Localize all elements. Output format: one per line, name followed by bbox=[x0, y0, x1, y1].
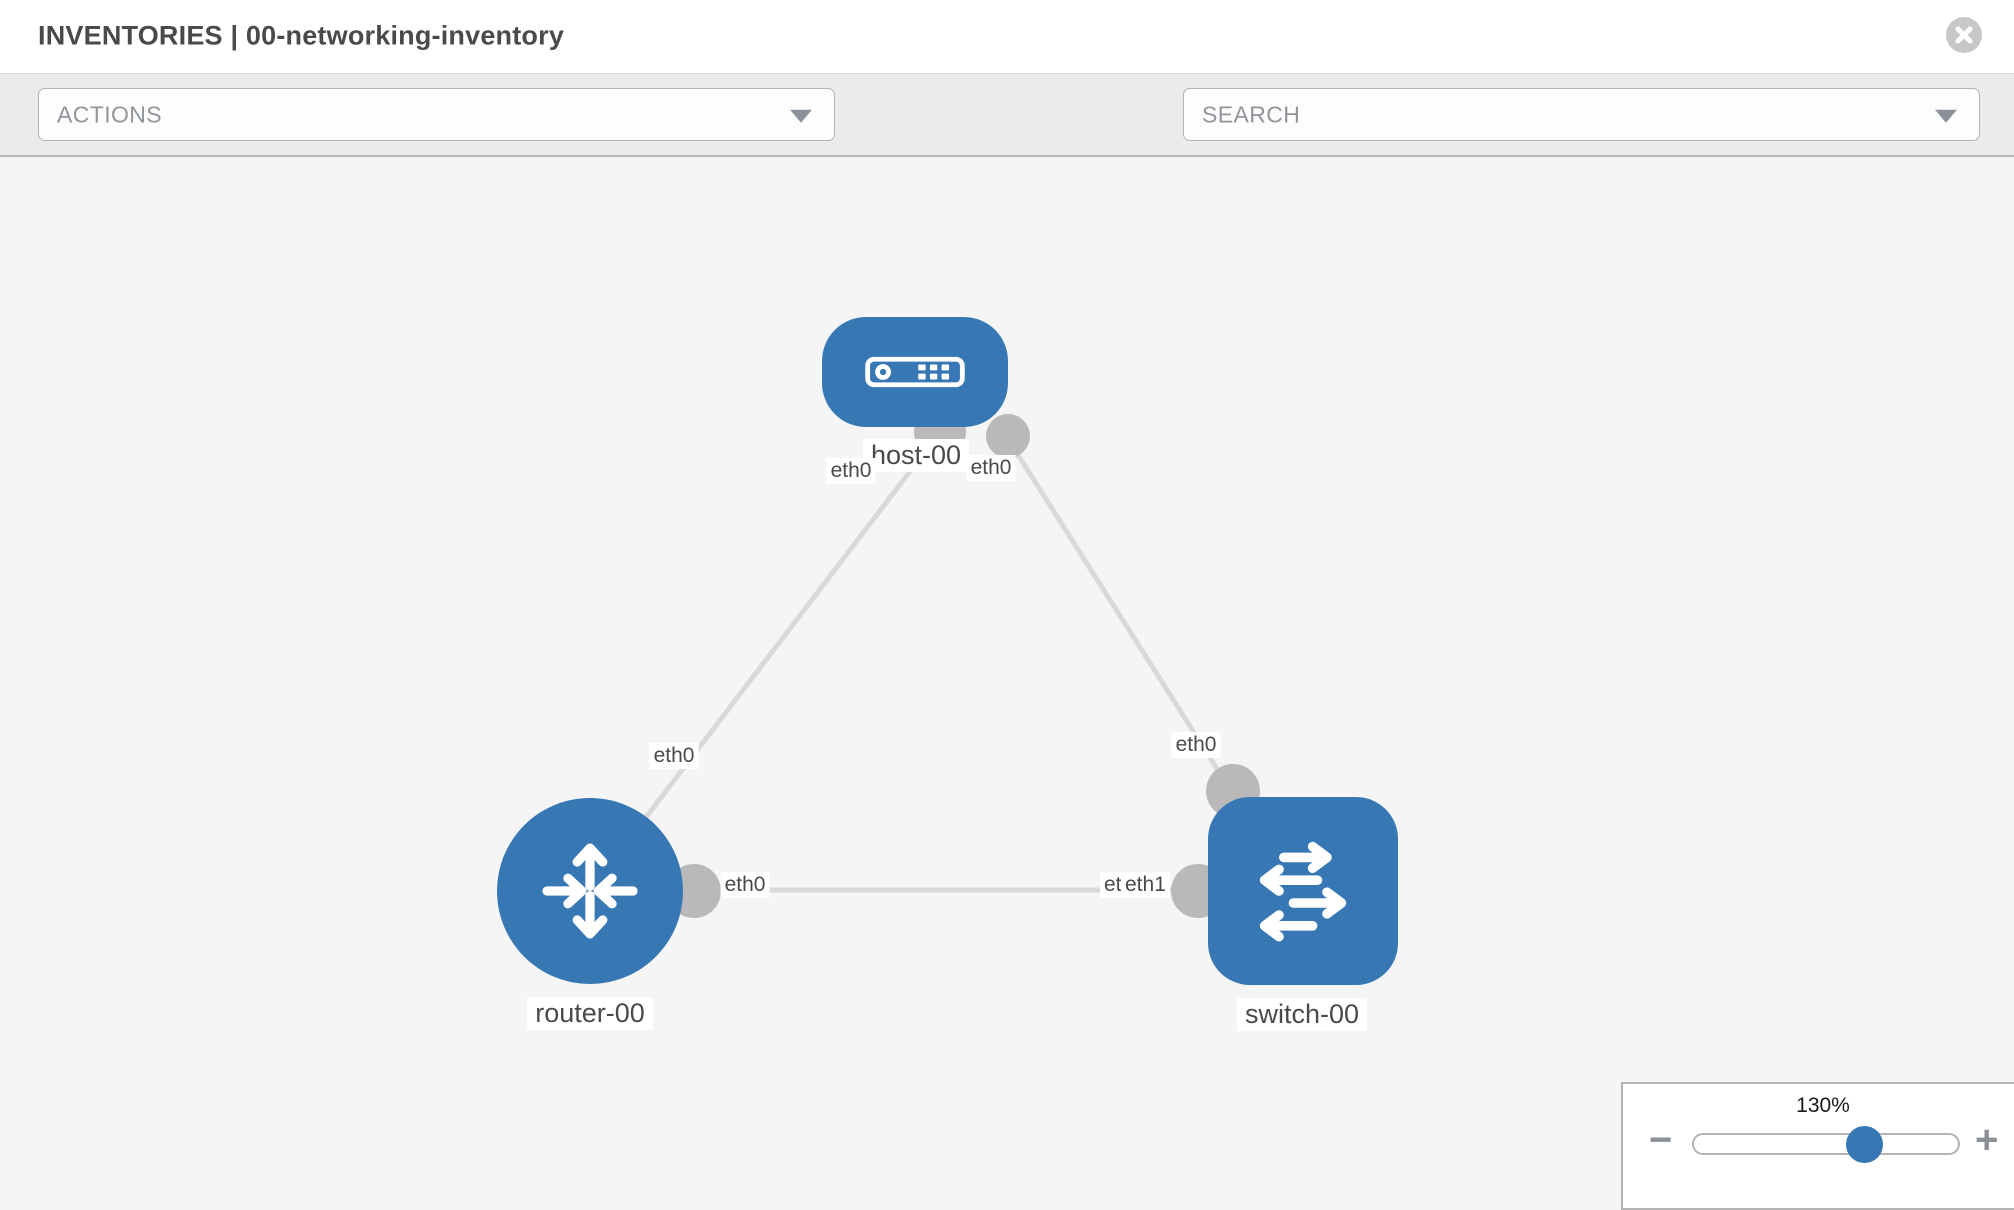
chevron-down-icon bbox=[790, 109, 812, 123]
router-icon bbox=[542, 843, 638, 939]
actions-dropdown-label: ACTIONS bbox=[57, 101, 163, 127]
node-label-host: host-00 bbox=[862, 439, 970, 472]
host-icon bbox=[865, 356, 965, 388]
iface-label: eth0 bbox=[1171, 732, 1221, 758]
link-host-router bbox=[590, 430, 942, 890]
iface-dot-host-right bbox=[986, 414, 1030, 458]
node-switch[interactable] bbox=[1208, 797, 1398, 985]
toolbar: ACTIONS SEARCH bbox=[0, 74, 2014, 201]
node-label-router: router-00 bbox=[527, 997, 653, 1030]
links-layer bbox=[590, 406, 1260, 918]
actions-dropdown[interactable]: ACTIONS bbox=[38, 88, 835, 141]
iface-label: eth0 bbox=[649, 743, 699, 769]
chevron-down-icon bbox=[1935, 109, 1957, 123]
topology-canvas[interactable]: host-00 router-00 switch-00 eth0 eth0 et… bbox=[0, 157, 2014, 1200]
iface-label: eth0 bbox=[826, 458, 876, 484]
search-placeholder: SEARCH bbox=[1202, 101, 1301, 127]
zoom-panel: 130% − + bbox=[1621, 1082, 2014, 1210]
close-icon[interactable] bbox=[1946, 17, 1982, 53]
window-titlebar: INVENTORIES | 00-networking-inventory bbox=[0, 0, 2014, 74]
node-router[interactable] bbox=[497, 798, 683, 984]
zoom-slider-track[interactable] bbox=[1692, 1133, 1960, 1155]
node-host[interactable] bbox=[822, 317, 1008, 427]
switch-icon bbox=[1259, 841, 1347, 942]
search-dropdown[interactable]: SEARCH bbox=[1183, 88, 1980, 141]
node-label-switch: switch-00 bbox=[1236, 998, 1368, 1031]
iface-label: eth0 bbox=[966, 455, 1016, 481]
zoom-level-label: 130% bbox=[1796, 1094, 1850, 1117]
iface-label: eth0 bbox=[720, 872, 770, 898]
zoom-out-button[interactable]: − bbox=[1649, 1118, 1673, 1162]
zoom-slider-handle[interactable] bbox=[1846, 1126, 1883, 1163]
iface-label: eth1 bbox=[1121, 872, 1170, 898]
zoom-in-button[interactable]: + bbox=[1975, 1118, 1999, 1162]
page-title: INVENTORIES | 00-networking-inventory bbox=[38, 19, 565, 50]
